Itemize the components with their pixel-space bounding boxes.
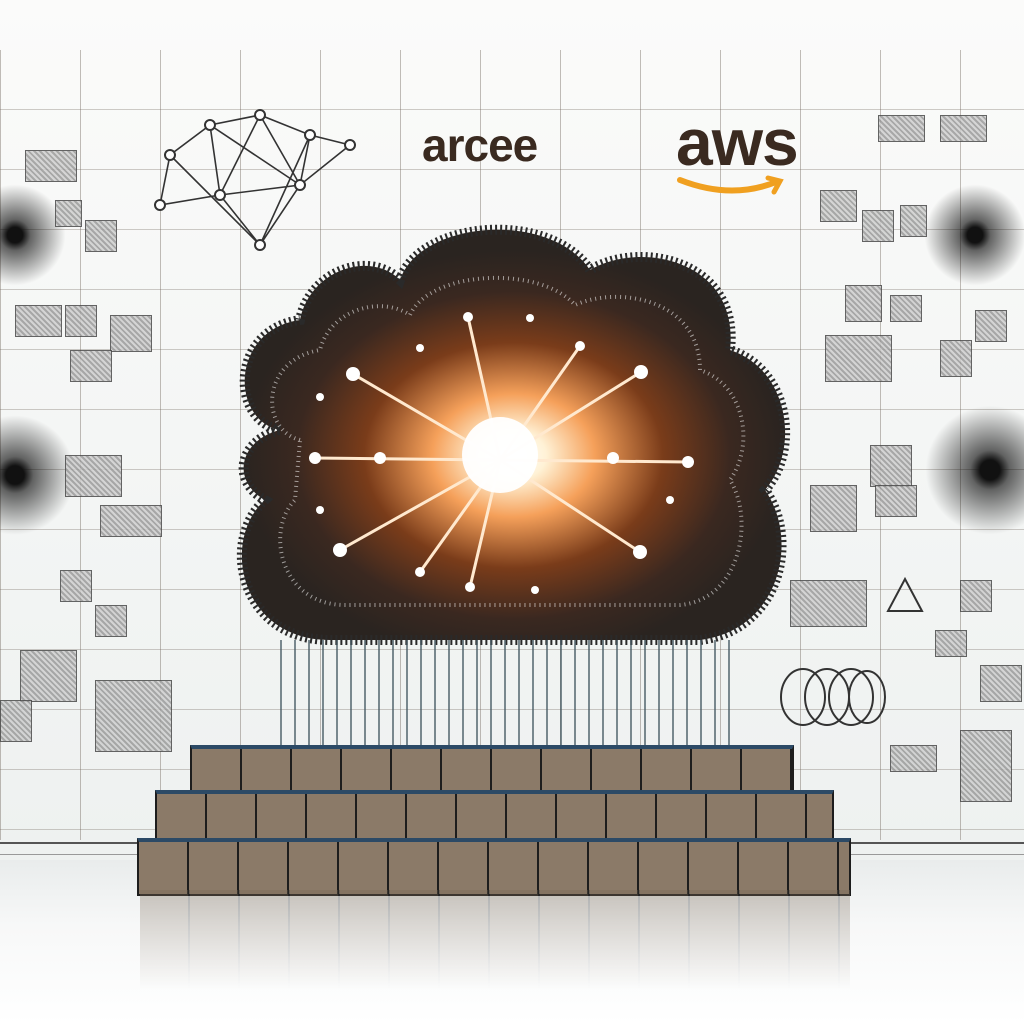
coil-icon xyxy=(780,668,886,726)
smile-arrow-icon xyxy=(677,175,784,195)
podium-reflection xyxy=(140,890,850,990)
neural-cloud xyxy=(220,200,800,660)
wire-strands xyxy=(280,640,740,760)
network-graph-icon xyxy=(154,109,356,251)
aws-logo: aws xyxy=(676,105,799,179)
podium-tier-bottom xyxy=(137,838,851,896)
right-burst-bottom xyxy=(920,400,1024,540)
warning-triangle-icon xyxy=(886,576,924,612)
arcee-logo: arcee xyxy=(422,119,538,171)
right-burst-top xyxy=(920,180,1024,290)
